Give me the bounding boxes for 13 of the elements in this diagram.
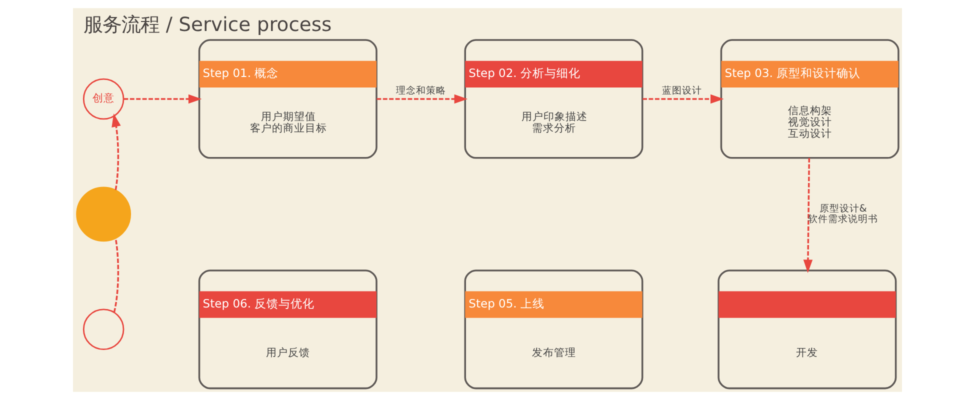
arrow: [803, 158, 813, 273]
node-circle: [82, 308, 124, 350]
arrow: [112, 113, 121, 190]
edge-label: 蓝图设计: [662, 85, 702, 96]
edge-label: 原型设计&软件需求说明书: [808, 203, 878, 225]
arrow: [642, 94, 724, 104]
arrow: [124, 94, 202, 104]
edge-label: 理念和策略: [396, 85, 446, 96]
node-circle: [76, 186, 132, 242]
node-circle: 创意: [82, 78, 124, 120]
connector: [113, 238, 120, 313]
arrow: [376, 94, 468, 104]
diagram-title: 服务流程 / Service process: [84, 12, 332, 36]
